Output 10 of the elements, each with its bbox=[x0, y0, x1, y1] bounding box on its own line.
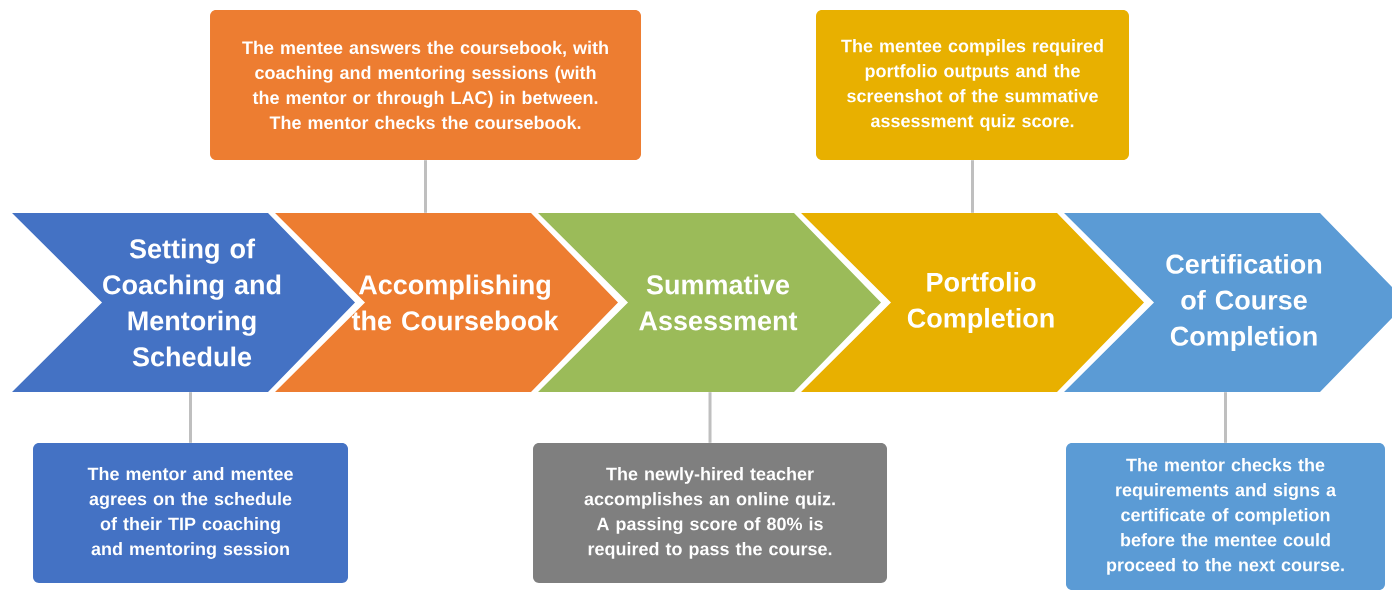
callout-box: The mentor and mentee agrees on the schedule of their TIP coaching and mentoring session bbox=[33, 443, 348, 583]
callout-box: The mentor checks the requirements and signs a certificate of completion before the mentee could proceed to the next course. bbox=[1066, 443, 1385, 590]
connector-line bbox=[424, 160, 427, 213]
connector-line bbox=[1224, 392, 1227, 443]
connector-line bbox=[708, 392, 712, 443]
callout-box: The mentee answers the coursebook, with coaching and mentoring sessions (with the mentor or through LAC) in between. The mentor checks the coursebook. bbox=[210, 10, 641, 160]
callout-box: The newly-hired teacher accomplishes an online quiz. A passing score of 80% is required to pass the course. bbox=[533, 443, 887, 583]
connector-line bbox=[189, 392, 192, 443]
connector-line bbox=[971, 160, 974, 213]
callout-box: The mentee compiles required portfolio outputs and the screenshot of the summative assessment quiz score. bbox=[816, 10, 1129, 160]
